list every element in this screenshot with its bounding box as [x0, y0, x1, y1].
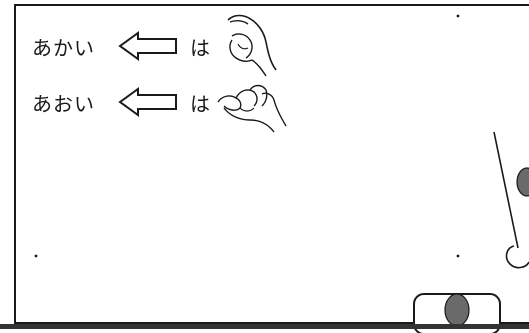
- pendulum-string: [494, 132, 518, 248]
- marble-icon: [517, 168, 529, 196]
- dot: [457, 15, 460, 18]
- dot: [457, 255, 460, 258]
- dot: [35, 255, 38, 258]
- pendulum-loop: [507, 246, 529, 268]
- bottom-border: [0, 324, 529, 329]
- marble-icon: [445, 294, 469, 326]
